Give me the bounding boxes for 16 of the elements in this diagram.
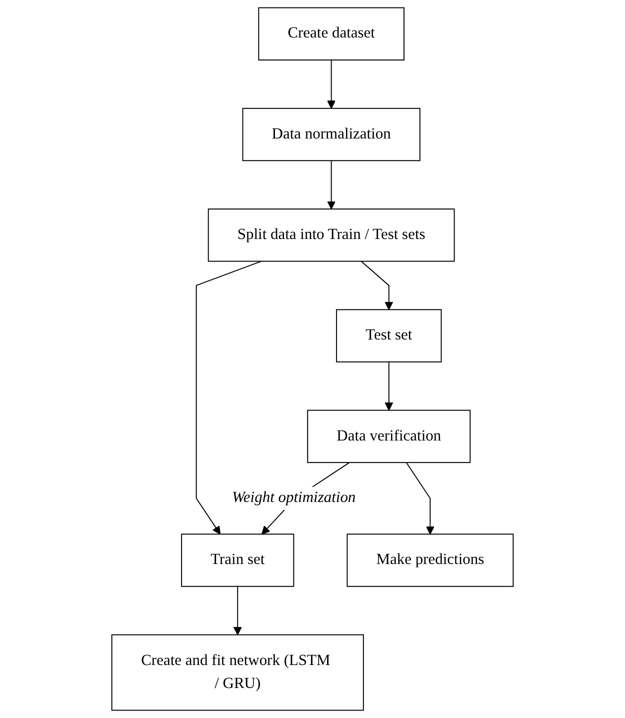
edge-label: Weight optimization <box>232 486 356 510</box>
arrow <box>360 260 394 310</box>
process-box: Train set <box>181 534 294 587</box>
process-box: Test set <box>336 309 442 362</box>
process-box: Split data into Train / Test sets <box>208 208 455 262</box>
process-box: Make predictions <box>346 534 514 587</box>
arrow <box>406 462 434 535</box>
arrow <box>196 260 262 535</box>
process-box: Create dataset <box>258 7 404 60</box>
process-box: Data verification <box>307 410 471 464</box>
arrow <box>327 60 336 109</box>
arrow <box>327 160 336 210</box>
arrow <box>384 361 394 411</box>
process-box: Data normalization <box>242 108 420 162</box>
arrow <box>233 586 242 636</box>
process-box: Create and fit network (LSTM / GRU) <box>111 634 364 711</box>
